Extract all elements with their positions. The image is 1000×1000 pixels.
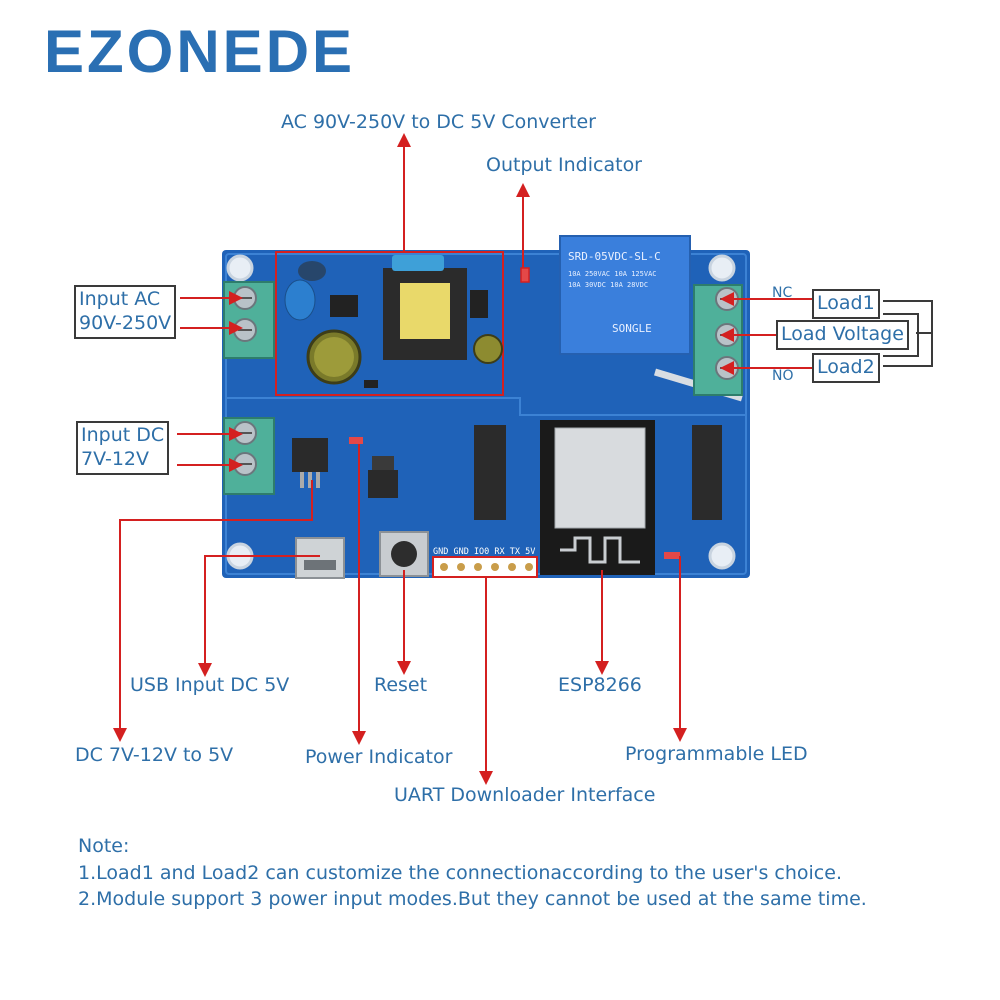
uart-header: GND GND IO0 RX TX 5V	[432, 547, 538, 578]
uart-pin-labels: GND GND IO0 RX TX 5V	[433, 547, 535, 557]
note-title: Note:	[78, 835, 130, 857]
micro-usb-port	[295, 537, 345, 579]
label-output-indicator: Output Indicator	[486, 154, 642, 176]
label-input-ac: Input AC 90V-250V	[74, 285, 177, 339]
label-load-voltage: Load Voltage	[776, 320, 909, 350]
label-nc: NC	[772, 285, 793, 301]
label-ac-converter: AC 90V-250V to DC 5V Converter	[281, 111, 596, 133]
ac-converter-region	[275, 251, 504, 396]
note-line-2: 2.Module support 3 power input modes.But…	[78, 888, 867, 910]
relay-terminal	[693, 284, 743, 396]
ac-terminal	[223, 281, 275, 359]
label-reset: Reset	[374, 674, 428, 696]
label-programmable-led: Programmable LED	[625, 743, 808, 765]
note-line-1: 1.Load1 and Load2 can customize the conn…	[78, 862, 842, 884]
label-esp8266: ESP8266	[558, 674, 642, 696]
gpio-header-left	[474, 425, 506, 520]
dc-terminal	[223, 417, 275, 495]
label-uart: UART Downloader Interface	[394, 784, 656, 806]
label-dc-converter: DC 7V-12V to 5V	[75, 744, 234, 766]
gpio-header-right	[692, 425, 722, 520]
label-input-dc: Input DC 7V-12V	[76, 421, 170, 475]
relay: SRD-05VDC-SL-C 10A 250VAC 10A 125VAC 10A…	[559, 235, 691, 355]
label-load2: Load2	[812, 353, 880, 383]
label-no: NO	[772, 368, 794, 384]
label-power-indicator: Power Indicator	[305, 746, 453, 768]
label-usb-input: USB Input DC 5V	[130, 674, 290, 696]
svg-text:10A 250VAC 10A 125VAC: 10A 250VAC 10A 125VAC	[568, 270, 657, 278]
esp8266-module	[540, 420, 655, 575]
svg-text:SONGLE: SONGLE	[612, 322, 652, 335]
svg-text:SRD-05VDC-SL-C: SRD-05VDC-SL-C	[568, 250, 661, 263]
label-load1: Load1	[812, 289, 880, 319]
svg-text:10A 30VDC 10A 28VDC: 10A 30VDC 10A 28VDC	[568, 281, 648, 289]
brand-logo: EZONEDE	[44, 18, 356, 85]
